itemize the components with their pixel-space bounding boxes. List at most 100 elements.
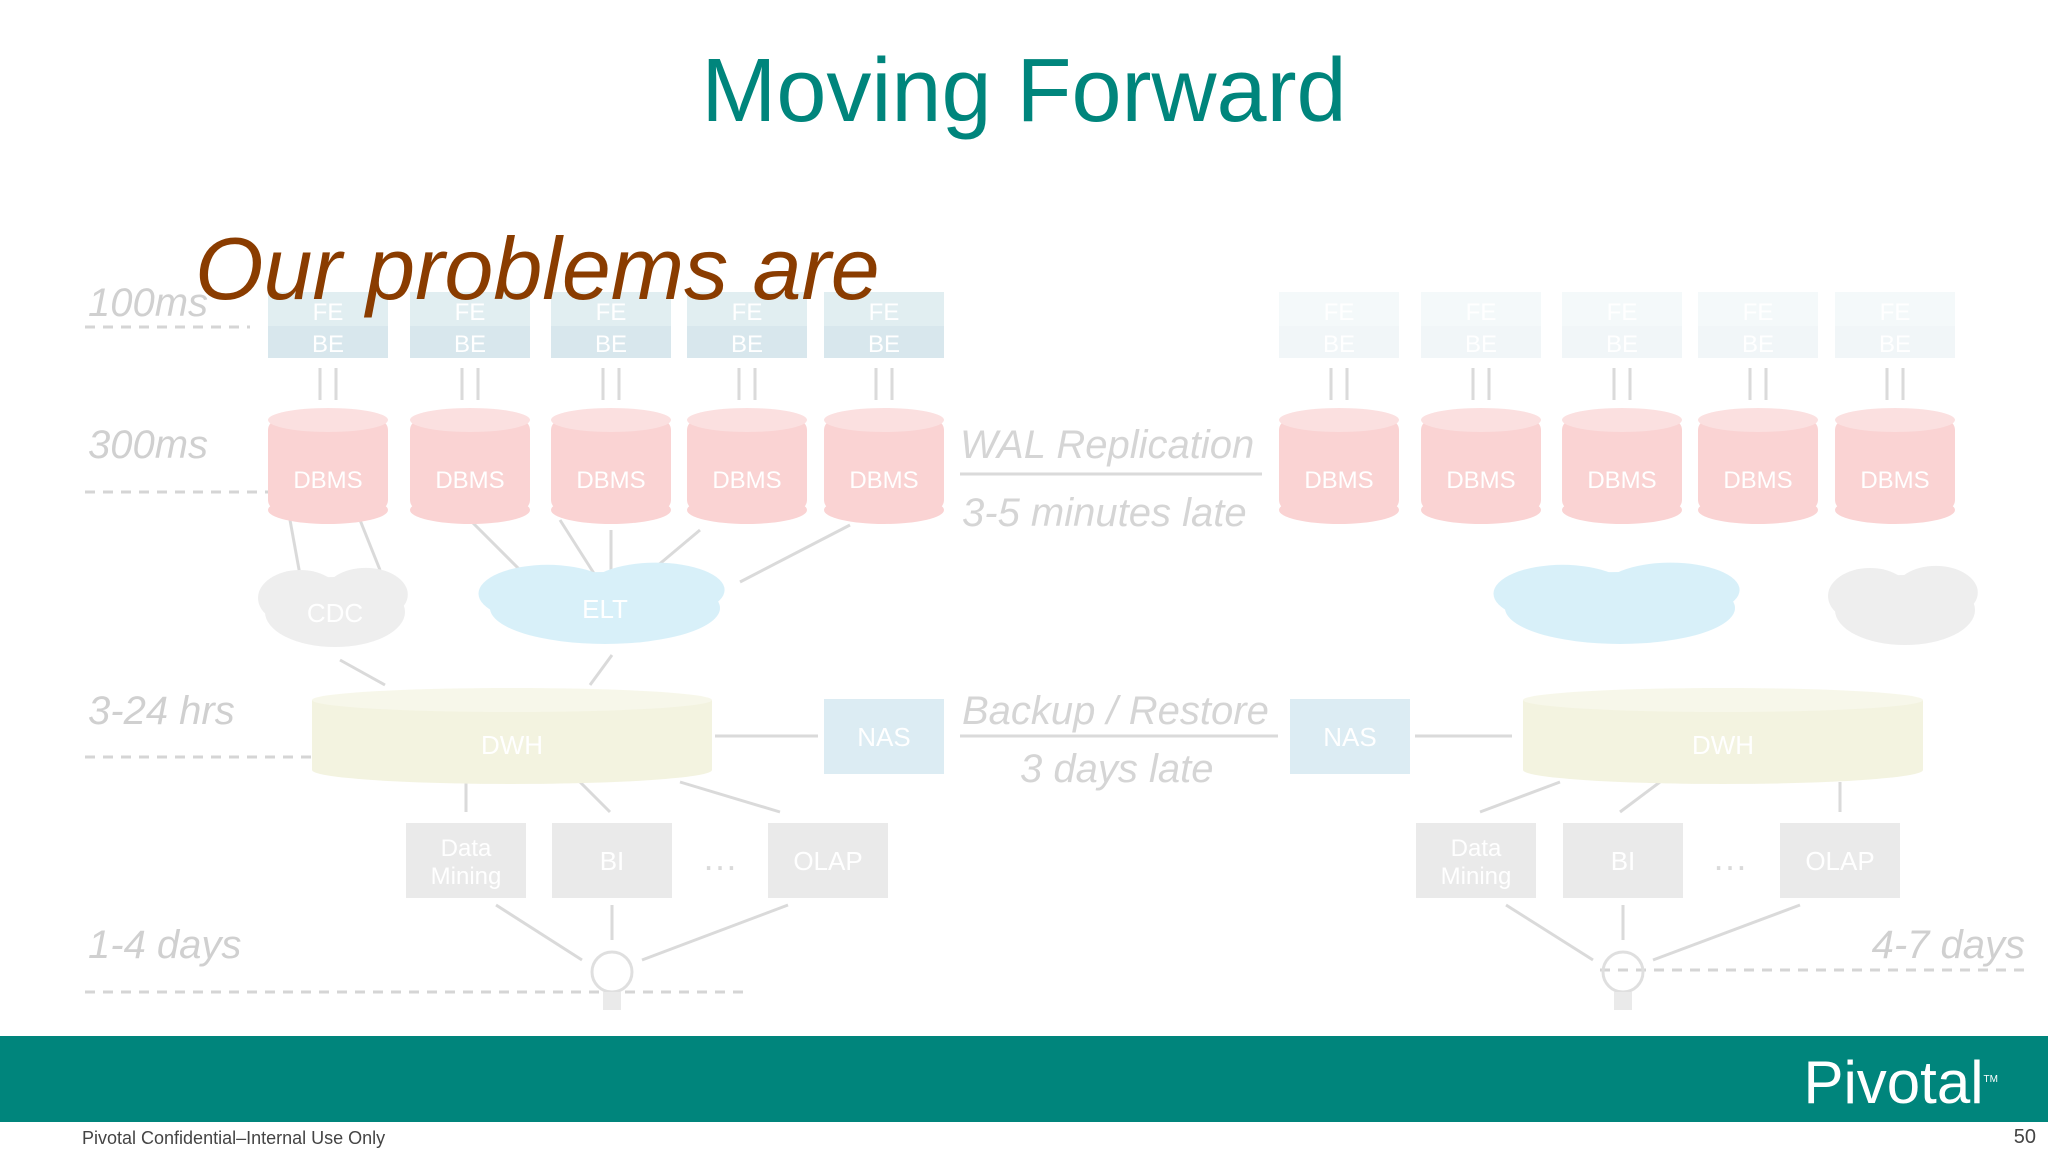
wal-note: 3-5 minutes late xyxy=(962,491,1247,535)
ellipsis: … xyxy=(702,837,738,878)
bi-label: BI xyxy=(1611,846,1636,876)
arrow xyxy=(588,654,614,686)
dbms-cylinder xyxy=(687,420,807,510)
dbms-bottom xyxy=(1279,496,1399,524)
data-mining-label: Data xyxy=(441,835,492,862)
fe-box xyxy=(1279,292,1399,326)
be-box xyxy=(1562,326,1682,358)
dbms-label: DBMS xyxy=(1446,467,1515,494)
cdc-cloud-right xyxy=(1893,565,1978,620)
be-box xyxy=(824,326,944,358)
logo-text: Pivotal xyxy=(1803,1049,1984,1116)
dbms-label: DBMS xyxy=(1587,467,1656,494)
dbms-cylinder xyxy=(1835,420,1955,510)
be-label: BE xyxy=(868,331,900,358)
dbms-cylinder xyxy=(824,420,944,510)
elt-cloud-right xyxy=(1493,564,1632,623)
be-label: BE xyxy=(1742,331,1774,358)
data-mining-label: Mining xyxy=(431,863,502,890)
dbms-top xyxy=(1421,408,1541,432)
dbms-top xyxy=(268,408,388,432)
lightbulb-base xyxy=(603,992,621,1010)
arrow xyxy=(358,519,382,571)
dwh-cylinder xyxy=(1523,700,1923,770)
fe-label: FE xyxy=(732,299,763,326)
dbms-cylinder xyxy=(1562,420,1682,510)
latency-label: 4-7 days xyxy=(1872,923,2025,967)
elt-cloud xyxy=(478,564,617,623)
dbms-cylinder xyxy=(551,420,671,510)
latency-lines xyxy=(85,325,2025,994)
data-mining-label: Data xyxy=(1451,835,1502,862)
dbms-bottom xyxy=(410,496,530,524)
arrow xyxy=(578,780,612,814)
be-box xyxy=(1835,326,1955,358)
dbms-label: DBMS xyxy=(1304,467,1373,494)
olap-box xyxy=(768,823,888,898)
fe-label: FE xyxy=(596,299,627,326)
fe-box xyxy=(824,292,944,326)
logo-tm: TM xyxy=(1983,1074,1998,1085)
be-box xyxy=(1698,326,1818,358)
fe-box xyxy=(551,292,671,326)
arrow xyxy=(468,518,527,577)
bi-box xyxy=(1563,823,1683,898)
dbms-top xyxy=(1279,408,1399,432)
dwh-bottom xyxy=(1523,756,1923,784)
arrow xyxy=(288,519,302,576)
be-label: BE xyxy=(1323,331,1355,358)
cdc-cloud-right xyxy=(1828,568,1912,624)
dbms-top xyxy=(1835,408,1955,432)
fe-label: FE xyxy=(1880,299,1911,326)
fe-label: FE xyxy=(1607,299,1638,326)
fe-box xyxy=(1835,292,1955,326)
be-label: BE xyxy=(731,331,763,358)
bi-label: BI xyxy=(600,846,625,876)
backup-label: Backup / Restore xyxy=(962,689,1269,733)
ellipsis: … xyxy=(1712,837,1748,878)
dbms-cylinder xyxy=(268,420,388,510)
dbms-cylinder xyxy=(1421,420,1541,510)
arrow xyxy=(1619,780,1661,814)
dbms-cylinder xyxy=(1279,420,1399,510)
cdc-cloud xyxy=(323,567,408,622)
be-box xyxy=(410,326,530,358)
dwh-top xyxy=(312,688,712,712)
elt-cloud xyxy=(586,562,725,618)
dbms-label: DBMS xyxy=(849,467,918,494)
be-label: BE xyxy=(1879,331,1911,358)
data-mining-label: Mining xyxy=(1441,863,1512,890)
dwh-top xyxy=(1523,688,1923,712)
arrow xyxy=(495,903,583,962)
fe-box xyxy=(410,292,530,326)
dbms-bottom xyxy=(824,496,944,524)
latency-label: 3-24 hrs xyxy=(88,689,235,733)
slide-title: Moving Forward xyxy=(701,41,1347,141)
be-label: BE xyxy=(1465,331,1497,358)
latency-label: 1-4 days xyxy=(88,923,241,967)
be-box xyxy=(1421,326,1541,358)
be-label: BE xyxy=(1606,331,1638,358)
backup-note: 3 days late xyxy=(1020,747,1213,791)
dbms-bottom xyxy=(1421,496,1541,524)
cdc-cloud-right xyxy=(1835,575,1975,645)
dbms-cylinder xyxy=(1698,420,1818,510)
dbms-cylinder xyxy=(410,420,530,510)
arrows xyxy=(288,368,1905,962)
footer-bar xyxy=(0,1036,2048,1122)
arrow xyxy=(649,528,701,574)
dbms-label: DBMS xyxy=(712,467,781,494)
dbms-top xyxy=(824,408,944,432)
arrow xyxy=(1479,780,1561,814)
dbms-bottom xyxy=(1562,496,1682,524)
dm-box xyxy=(406,823,526,898)
be-label: BE xyxy=(312,331,344,358)
be-box xyxy=(687,326,807,358)
elt-cloud-right xyxy=(1601,562,1740,618)
bi-box xyxy=(552,823,672,898)
fe-label: FE xyxy=(869,299,900,326)
arrow xyxy=(1505,903,1594,962)
